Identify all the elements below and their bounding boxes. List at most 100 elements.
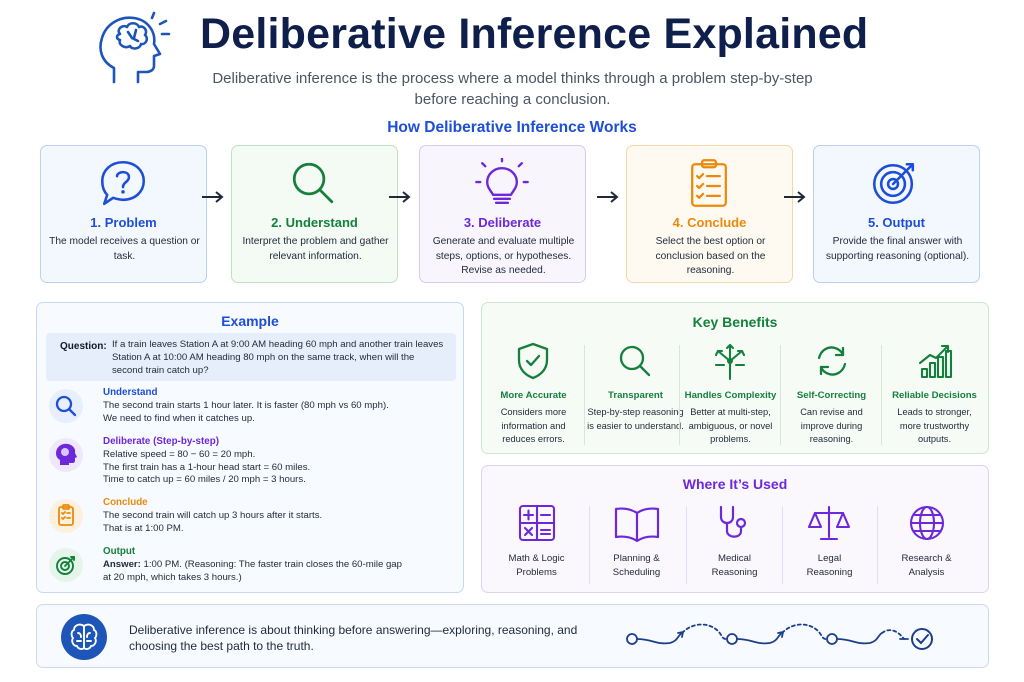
- shield-check-icon: [517, 342, 549, 380]
- divider: [780, 345, 781, 445]
- question-bubble-icon: [100, 160, 146, 206]
- usage-panel: Where It’s Used Math & Logic Problems Pl…: [481, 465, 989, 593]
- checklist-icon: [691, 159, 727, 207]
- row-text: The second train will catch up 3 hours a…: [103, 510, 323, 534]
- divider: [686, 506, 687, 584]
- how-section-title: How Deliberative Inference Works: [387, 119, 637, 136]
- step-title: 4. Conclude: [672, 215, 747, 230]
- usage-label: Planning & Scheduling: [612, 553, 661, 578]
- refresh-icon: [817, 346, 847, 376]
- branching-arrows-icon: [714, 343, 746, 381]
- calculator-icon: [518, 504, 556, 542]
- target-icon: [872, 162, 915, 205]
- usage-label: Medical Reasoning: [711, 553, 758, 578]
- example-row-understand: Understand The second train starts 1 hou…: [49, 387, 459, 431]
- question-box: Question: If a train leaves Station A at…: [46, 333, 456, 381]
- benefit-title: Self-Correcting: [796, 390, 867, 401]
- example-row-conclude: Conclude The second train will catch up …: [49, 497, 459, 541]
- benefit-handles-complexity: Handles Complexity Better at multi-step,…: [680, 341, 781, 449]
- example-row-deliberate: Deliberate (Step-by-step) Relative speed…: [49, 436, 459, 485]
- question-label: Question:: [60, 341, 107, 352]
- question-text: If a train leaves Station A at 9:00 AM h…: [112, 339, 444, 376]
- answer-text: 1:00 PM. (Reasoning: The faster train cl…: [103, 559, 402, 583]
- usage-medical: Medical Reasoning: [687, 503, 782, 583]
- step-problem: 1. Problem The model receives a question…: [40, 145, 207, 283]
- usage-label: Research & Analysis: [901, 553, 952, 578]
- arrow-right-icon: [389, 191, 411, 203]
- step-description: Select the best option or conclusion bas…: [655, 236, 766, 276]
- row-title: Deliberate (Step-by-step): [103, 436, 219, 447]
- benefits-title: Key Benefits: [692, 314, 778, 330]
- row-icon-badge: [49, 438, 83, 472]
- magnifier-icon: [619, 345, 651, 377]
- benefit-description: Considers more information and reduces e…: [500, 407, 567, 444]
- divider: [584, 345, 585, 445]
- step-deliberate: 3. Deliberate Generate and evaluate mult…: [419, 145, 586, 283]
- step-title: 2. Understand: [271, 215, 358, 230]
- benefit-title: Reliable Decisions: [892, 390, 977, 401]
- stethoscope-icon: [719, 505, 747, 538]
- open-book-icon: [614, 507, 660, 543]
- lightbulb-icon: [475, 158, 529, 204]
- row-icon-badge: [49, 548, 83, 582]
- benefit-transparent: Transparent Step-by-step reasoning is ea…: [585, 341, 686, 449]
- step-conclude: 4. Conclude Select the best option or co…: [626, 145, 793, 283]
- benefit-description: Better at multi-step, ambiguous, or nove…: [688, 407, 773, 444]
- benefit-title: Handles Complexity: [684, 390, 777, 401]
- benefits-panel: Key Benefits More Accurate Considers mor…: [481, 302, 989, 454]
- benefit-self-correcting: Self-Correcting Can revise and improve d…: [781, 341, 882, 449]
- step-description: Generate and evaluate multiple steps, op…: [432, 236, 575, 276]
- answer-label: Answer:: [103, 559, 141, 570]
- step-title: 5. Output: [867, 215, 926, 230]
- scales-icon: [807, 505, 851, 541]
- step-description: The model receives a question or task.: [49, 236, 200, 262]
- brain-icon-badge: [61, 614, 107, 660]
- clipboard-icon: [58, 504, 74, 526]
- benefit-description: Can revise and improve during reasoning.: [800, 407, 863, 444]
- footer-banner: Deliberative inference is about thinking…: [36, 604, 989, 668]
- arrow-right-icon: [202, 191, 224, 203]
- divider: [679, 345, 680, 445]
- step-understand: 2. Understand Interpret the problem and …: [231, 145, 398, 283]
- row-title: Output: [103, 546, 136, 557]
- example-panel: Example Question: If a train leaves Stat…: [36, 302, 464, 593]
- arrow-right-icon: [597, 191, 619, 203]
- divider: [877, 506, 878, 584]
- arrow-right-icon: [784, 191, 806, 203]
- magnifier-icon: [55, 395, 77, 417]
- row-text: The second train starts 1 hour later. It…: [103, 400, 389, 424]
- row-icon-badge: [49, 389, 83, 423]
- step-description: Interpret the problem and gather relevan…: [242, 236, 389, 262]
- growth-chart-icon: [918, 344, 953, 379]
- target-icon: [56, 556, 75, 575]
- row-text: Answer: 1:00 PM. (Reasoning: The faster …: [103, 559, 443, 584]
- usage-research: Research & Analysis: [879, 503, 974, 583]
- benefit-title: More Accurate: [500, 390, 567, 401]
- benefit-description: Leads to stronger, more trustworthy outp…: [897, 407, 972, 444]
- magnifier-icon: [292, 162, 334, 204]
- benefit-reliable-decisions: Reliable Decisions Leads to stronger, mo…: [884, 341, 985, 449]
- row-title: Understand: [103, 387, 158, 398]
- footer-text: Deliberative inference is about thinking…: [129, 623, 578, 653]
- benefit-description: Step-by-step reasoning is easier to unde…: [587, 407, 684, 431]
- example-row-output: Output Answer: 1:00 PM. (Reasoning: The …: [49, 546, 459, 590]
- usage-label: Math & Logic Problems: [508, 553, 565, 578]
- step-title: 1. Problem: [90, 215, 157, 230]
- step-description: Provide the final answer with supporting…: [825, 236, 970, 262]
- benefit-more-accurate: More Accurate Considers more information…: [483, 341, 584, 449]
- globe-icon: [909, 505, 945, 541]
- example-title: Example: [221, 313, 279, 329]
- usage-legal: Legal Reasoning: [782, 503, 877, 583]
- divider: [881, 345, 882, 445]
- dotted-path-check-icon: [626, 623, 933, 650]
- step-output: 5. Output Provide the final answer with …: [813, 145, 980, 283]
- row-title: Conclude: [103, 497, 148, 508]
- brain-head-icon: [56, 443, 77, 465]
- row-text: Relative speed = 80 − 60 = 20 mph. The f…: [103, 449, 311, 485]
- brain-icon: [70, 623, 98, 650]
- usage-math-logic: Math & Logic Problems: [489, 503, 584, 583]
- brain-head-icon: [99, 11, 171, 84]
- usage-title: Where It’s Used: [682, 476, 788, 492]
- page-title: Deliberative Inference Explained: [200, 10, 869, 58]
- benefit-title: Transparent: [608, 390, 663, 401]
